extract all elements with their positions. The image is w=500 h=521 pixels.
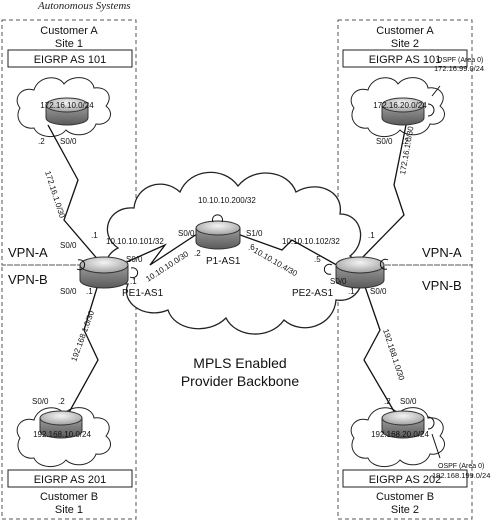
ospf-net-ca2: 172.16.99.0/24: [434, 64, 484, 73]
customer-a-site1-customer: Customer A: [40, 25, 98, 37]
subnet-label-ca1: 172.16.10.0/24: [40, 101, 94, 110]
link-p1-pe2: [231, 231, 343, 269]
cb1-iface-label: S0/0: [32, 397, 49, 406]
eigrp-box-ca2: [342, 49, 468, 68]
pe1-ip-p-label: .1: [130, 277, 137, 286]
loopback-arrow-cb2: [427, 416, 435, 430]
customer-b-site1-site: Site 1: [55, 504, 83, 516]
router-pe1: [79, 256, 129, 289]
pe2-iface-p-label: S0/0: [330, 277, 347, 286]
pe2-ip-b-label: .1: [348, 287, 355, 296]
link-pe1-p1: [119, 231, 201, 266]
ospf-label-ca2: OSPF (Area 0): [437, 57, 483, 64]
customer-b-site2-site: Site 2: [391, 504, 419, 516]
eigrp-label-ca2: EIGRP AS 101: [369, 54, 442, 66]
eigrp-label-cb1: EIGRP AS 201: [34, 474, 107, 486]
customer-b-site2-customer: Customer B: [376, 491, 434, 503]
router-cb1: [39, 410, 83, 439]
subnet-label-cb2: 192.168.20.0/24: [371, 430, 429, 439]
router-p1: [195, 220, 241, 250]
p1-ip-left-label: .2: [194, 249, 201, 258]
ca2-ip-label: .2: [402, 137, 409, 146]
link-cb1-pe1: [61, 277, 101, 426]
customer-b-site1-customer: Customer B: [40, 491, 98, 503]
loopback-arrow-pe2-left: [323, 263, 333, 275]
pe2-ip-p-label: .5: [314, 255, 321, 264]
ca1-ip-label: .2: [38, 137, 45, 146]
loopback-arrow-pe1-right: [129, 267, 139, 279]
link-label-ca1-pe1: 172.16.1.0/30: [43, 170, 67, 220]
cb2-iface-label: S0/0: [400, 397, 417, 406]
pe1-iface-top-label: S0/0: [60, 241, 77, 250]
customer-a-site1-site: Site 1: [55, 38, 83, 50]
loopback-arrow-ca2: [427, 103, 435, 117]
link-label-cb1-pe1: 192.168.1.0/30: [69, 309, 96, 363]
router-ca1: [45, 97, 89, 126]
vpn-b-label-left: VPN-B: [8, 272, 48, 287]
cb2-ip-label: .2: [384, 397, 391, 406]
backbone-label-line1: MPLS Enabled: [193, 355, 286, 371]
eigrp-label-ca1: EIGRP AS 101: [34, 54, 107, 66]
pe2-iface-bottom-label: S0/0: [370, 287, 387, 296]
link-ca2-pe2: [357, 124, 407, 263]
cb1-ip-label: .2: [58, 397, 65, 406]
customer-a-site2-site: Site 2: [391, 38, 419, 50]
site-box-customer-a-site2: [337, 19, 473, 266]
loopback-arrow-pe1-left: [76, 259, 86, 271]
ca2-iface-label: S0/0: [376, 137, 393, 146]
ospf-pointer-cb2: [431, 433, 441, 459]
ospf-net-cb2: 192.168.199.0/24: [432, 471, 490, 480]
site-box-customer-b-site1: [1, 264, 137, 520]
ospf-label-cb2: OSPF (Area 0): [438, 463, 484, 470]
eigrp-box-ca1: [7, 49, 133, 68]
eigrp-box-cb2: [342, 469, 468, 488]
backbone-label-line2: Provider Backbone: [181, 373, 300, 389]
pe1-loopback-label: 10.10.10.101/32: [106, 237, 164, 246]
vpn-b-label-right: VPN-B: [422, 278, 462, 293]
p1-iface-right-label: S1/0: [246, 229, 263, 238]
p1-name-label: P1-AS1: [206, 256, 241, 267]
pe2-name-label: PE2-AS1: [292, 288, 334, 299]
ca1-iface-label: S0/0: [60, 137, 77, 146]
pe1-ip-b-label: .1: [86, 287, 93, 296]
subnet-label-cb1: 192.168.10.0/24: [33, 430, 91, 439]
pe1-name-label: PE1-AS1: [122, 288, 164, 299]
eigrp-label-cb2: EIGRP AS 202: [369, 474, 442, 486]
loopback-arrow-pe2-right: [379, 258, 389, 270]
pe1-iface-bottom-label: S0/0: [60, 287, 77, 296]
site-box-customer-a-site1: [1, 19, 137, 266]
loopback-arrow-p1: [212, 214, 223, 223]
mpls-backbone-cloud: [105, 171, 363, 335]
customer-a-site2-customer: Customer A: [376, 25, 434, 37]
ospf-pointer-ca2: [431, 85, 441, 97]
page-title: Autonomous Systems: [37, 0, 131, 12]
vpn-a-label-right: VPN-A: [422, 245, 462, 260]
p1-ip-right-label: .6: [248, 243, 255, 252]
p1-iface-left-label: S0/0: [178, 229, 195, 238]
pe1-iface-p-label: S0/0: [126, 255, 143, 264]
router-ca2: [381, 97, 425, 126]
subnet-label-ca2: 172.16.20.0/24: [373, 101, 427, 110]
link-label-cb2-pe2: 192.168.1.0/30: [381, 328, 406, 382]
pe2-loopback-label: 10.10.10.102/32: [282, 237, 340, 246]
site-box-customer-b-site2: [337, 264, 473, 520]
pe1-ip-a-label: .1: [91, 231, 98, 240]
link-ca1-pe1: [47, 124, 101, 263]
router-cb2: [381, 410, 425, 439]
vpn-a-label-left: VPN-A: [8, 245, 48, 260]
pe2-ip-a-label: .1: [368, 231, 375, 240]
link-cb2-pe2: [361, 277, 403, 426]
eigrp-box-cb1: [7, 469, 133, 488]
p1-loopback-label: 10.10.10.200/32: [198, 196, 256, 205]
router-pe2: [335, 256, 385, 289]
